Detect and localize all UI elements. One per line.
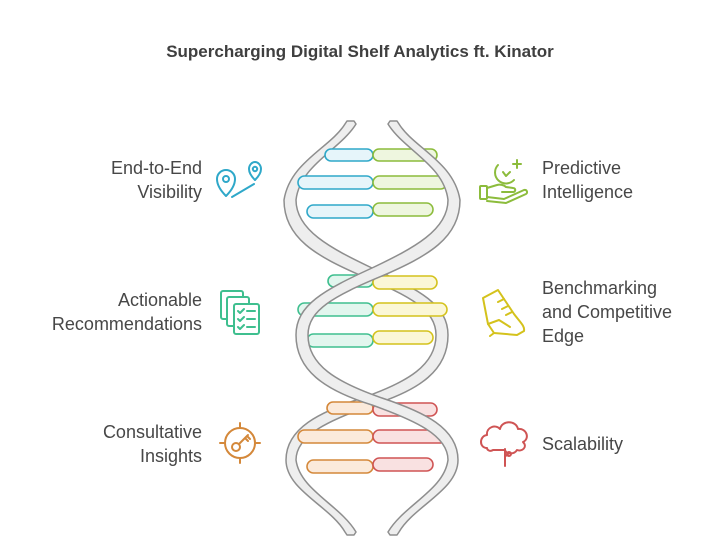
target-key-icon	[219, 422, 261, 464]
rung-right-5	[372, 302, 448, 317]
label-consultative: Consultative Insights	[102, 422, 202, 466]
rung-right-4	[372, 275, 438, 290]
label-predictive: Predictive Intelligence	[542, 158, 634, 202]
checklist-icon	[220, 290, 260, 335]
sneaker-icon	[482, 289, 526, 337]
rungs-actionable-benchmarking	[297, 274, 448, 348]
rungs-visibility-predictive	[297, 148, 448, 219]
rung-right-3	[372, 202, 434, 217]
dna-strand-front	[295, 120, 461, 536]
page-title: Supercharging Digital Shelf Analytics ft…	[166, 42, 554, 61]
rung-left-8	[297, 429, 374, 444]
rung-left-1	[324, 148, 374, 162]
rungs-consultative-scalability	[297, 401, 448, 474]
label-actionable: Actionable Recommendations	[51, 290, 202, 334]
cloud-icon	[480, 421, 528, 467]
hand-lightbulb-icon	[479, 159, 529, 204]
map-pin-icon	[216, 161, 262, 198]
rung-right-6	[372, 330, 434, 345]
rung-left-9	[306, 459, 374, 474]
label-visibility: End-to-End Visibility	[110, 158, 202, 202]
rung-left-3	[306, 204, 374, 219]
rung-left-2	[297, 175, 374, 190]
rung-left-6	[306, 333, 374, 348]
label-benchmarking: Benchmarking and Competitive Edge	[542, 278, 673, 346]
rung-right-9	[372, 457, 434, 472]
rung-right-2	[372, 175, 448, 190]
label-scalability: Scalability	[542, 434, 624, 454]
